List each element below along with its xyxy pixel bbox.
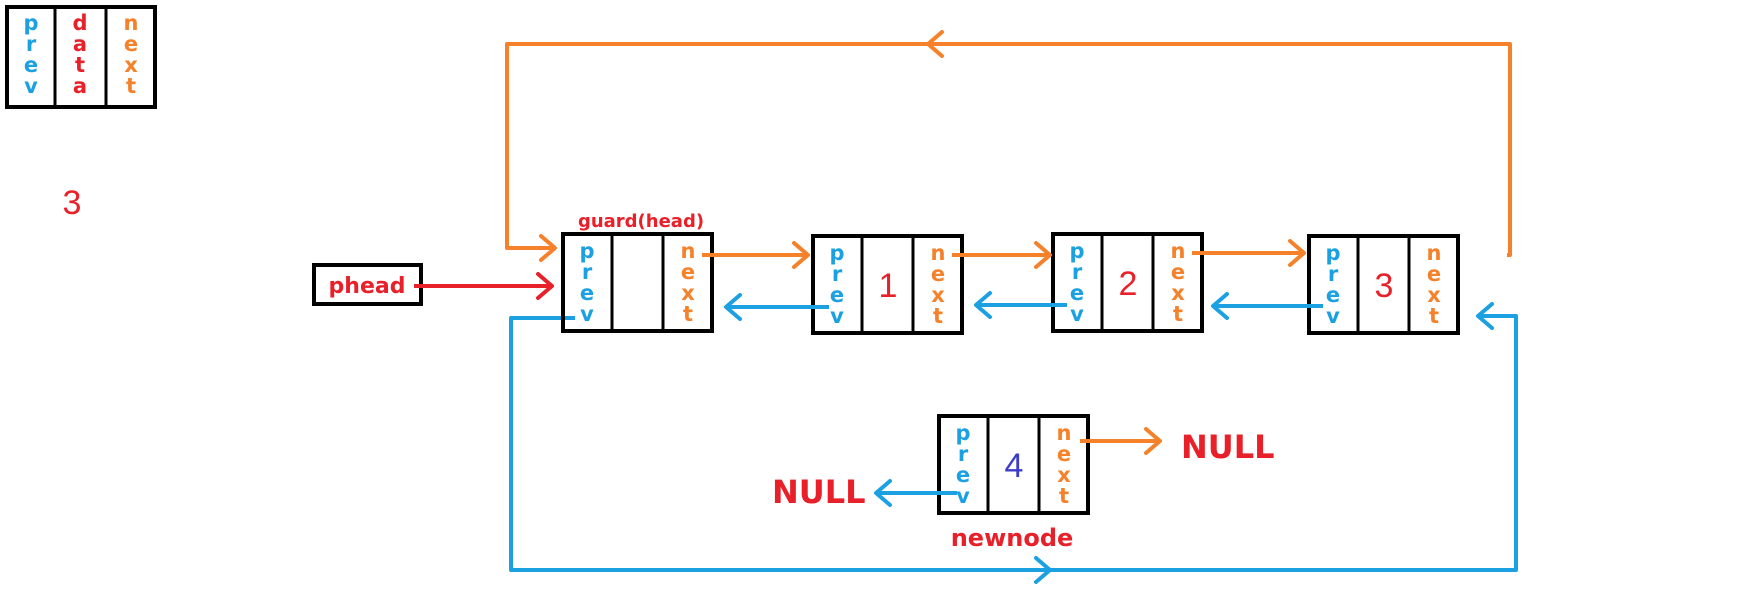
arrowhead-right-icon [539, 234, 557, 262]
node-data-value: 1 [879, 267, 898, 305]
arrowhead-right-icon [1034, 241, 1052, 269]
node-box [937, 414, 1090, 515]
node-data-value: 4 [1005, 447, 1024, 485]
node-data-value: 2 [1119, 265, 1138, 303]
phead-label: phead [329, 274, 406, 299]
newnode-prev-null-label: NULL [772, 473, 866, 511]
arrowhead-left-icon [1476, 302, 1494, 330]
node-box [1051, 232, 1204, 333]
arrowhead-right-icon [1144, 427, 1162, 455]
arrowhead-left-icon [926, 30, 944, 58]
arrowhead-left-icon [874, 479, 892, 507]
newnode-label: newnode [951, 524, 1074, 552]
node-data-value: 3 [1375, 267, 1394, 305]
newnode-next-null-label: NULL [1181, 428, 1275, 466]
prev-links [724, 291, 1323, 321]
node-box [561, 232, 714, 333]
arrowhead-left-icon [974, 291, 992, 319]
arrowhead-right-icon [1288, 239, 1306, 267]
arrowhead-right-icon [536, 272, 554, 300]
arrowhead-left-icon [724, 293, 742, 321]
circular-prev-link [509, 302, 1518, 584]
newnode-next-null-link: NULL [1080, 427, 1275, 466]
count-label: 3 [63, 184, 82, 222]
legend-node-box [5, 5, 157, 109]
circular-next-link [505, 30, 1512, 262]
phead-pointer: phead [312, 263, 554, 306]
newnode-prev-null-link: NULL [772, 473, 957, 511]
node-box [811, 234, 964, 335]
arrowhead-left-icon [1211, 292, 1229, 320]
next-links [702, 239, 1306, 269]
guard-label: guard(head) [578, 211, 704, 232]
arrowhead-right-icon [792, 241, 810, 269]
arrowhead-right-icon [1034, 556, 1052, 584]
node-box [1307, 234, 1460, 335]
